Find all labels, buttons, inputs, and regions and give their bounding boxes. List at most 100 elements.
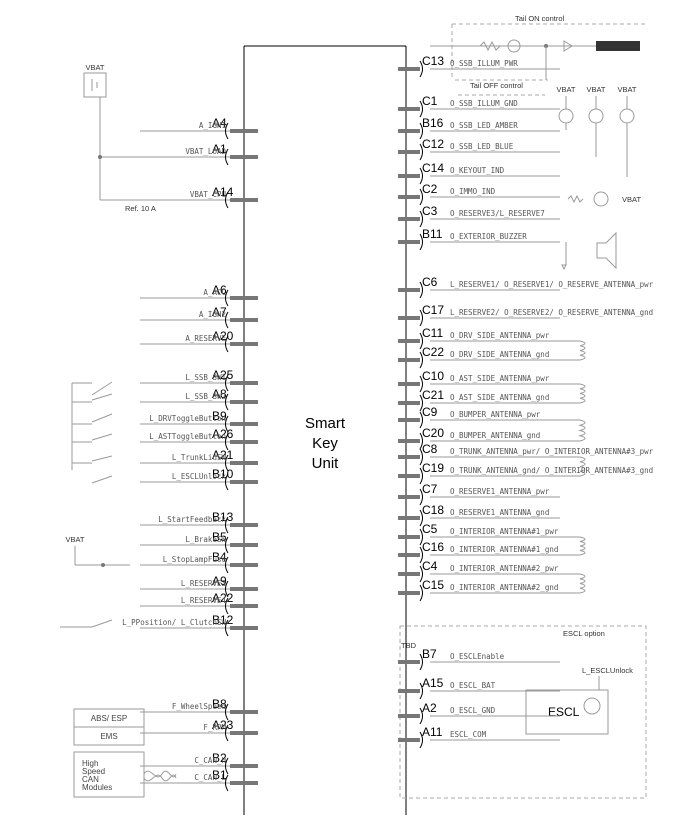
can-modules-label-4: Modules [82,783,112,792]
battery-box [83,72,107,98]
right-signal-label: O_AST_SIDE_ANTENNA_gnd [450,393,549,402]
left-pin-label: A4 [212,116,227,130]
right-pin-label: C13 [422,54,444,68]
right-pin-label: B16 [422,116,444,130]
left-pin-label: A21 [212,448,234,462]
left-pin-label: A26 [212,427,234,441]
right-signal-label: L_RESERVE1/ O_RESERVE1/ O_RESERVE_ANTENN… [450,280,654,289]
left-pin-b1: B1C_CAN_L [140,768,258,792]
right-signal-label: O_AST_SIDE_ANTENNA_pwr [450,374,550,383]
left-signal-label: A_RESERVE [185,334,226,343]
antenna-coil-icon [560,340,586,361]
right-pin-label: C6 [422,275,438,289]
left-pin-label: B9 [212,409,227,423]
switch-icon [91,393,113,401]
left-pin-label: B12 [212,613,234,627]
antenna-coil-group [560,340,586,594]
right-pin-label: C21 [422,388,444,402]
left-switch-group [60,381,113,628]
left-pin-b2: B2C_CAN_H [140,751,258,775]
left-signal-label: L_RESERVE4 [181,596,227,605]
vbat-stoplamp-label: VBAT [65,535,84,544]
right-pin-label: C10 [422,369,444,383]
right-signal-label: O_DRV_SIDE_ANTENNA_pwr [450,331,550,340]
left-pin-a8: A8L_SSB_SW2 [140,387,258,411]
resistor-icon [479,40,501,52]
blue-led-icon [588,108,604,124]
right-signal-label: O_ESCL_GND [450,706,496,715]
left-pin-label: B5 [212,530,227,544]
can-twisted-pair-icon [143,770,177,778]
switch-icon [91,413,113,423]
left-pin-label: B2 [212,751,227,765]
left-signal-label: C_CAN_L [194,773,226,782]
amber-led-icon [558,108,574,124]
right-signal-label: O_TRUNK_ANTENNA_pwr/ O_INTERIOR_ANTENNA#… [450,447,654,456]
right-pin-label: C20 [422,426,444,440]
antenna-coil-icon [560,383,586,404]
right-signal-label: O_IMMO_IND [450,187,496,196]
right-pin-label: C7 [422,482,438,496]
left-pin-b5: B5L_BrakeSW [140,530,258,554]
right-signal-label: O_EXTERIOR_BUZZER [450,232,527,241]
left-pin-label: A25 [212,368,234,382]
unit-label-line-3: Unit [312,455,340,472]
right-pin-label: C8 [422,442,438,456]
left-signal-label: L_PPosition/ L_ClutchSW [122,618,226,627]
right-pin-label: C16 [422,540,444,554]
escl-unlock-label: L_ESCLUnlock [582,666,633,675]
clutch-switch-icon [91,619,113,628]
right-pin-label: C5 [422,522,438,536]
can-modules-label-2: Speed [82,767,105,776]
right-signal-label: O_BUMPER_ANTENNA_gnd [450,431,540,440]
left-pin-b8: B8F_WheelSpeed [140,697,258,721]
led-icon [507,39,521,53]
left-pin-label: B13 [212,510,234,524]
right-pin-label: C12 [422,137,444,151]
left-signal-label: L_ASTToggleButton [149,432,226,441]
right-signal-label: O_RESERVE3/L_RESERVE7 [450,209,545,218]
left-signal-label: L_StartFeedback [158,515,226,524]
right-pin-label: B11 [422,227,443,241]
left-pin-a9: A9L_RESERVE3 [140,574,258,598]
left-signal-label: VBAT_CPU [190,190,226,199]
left-signal-label: C_CAN_H [194,756,226,765]
junction-dot [98,155,102,159]
right-pin-label: C18 [422,503,444,517]
right-pin-b11: B11 O_EXTERIOR_BUZZER [398,227,560,251]
right-pin-label: C4 [422,559,438,573]
can-modules-label-3: CAN [82,775,99,784]
right-signal-label: O_INTERIOR_ANTENNA#1_gnd [450,545,558,554]
right-pin-c10: C10 O_AST_SIDE_ANTENNA_pwr [398,369,560,393]
left-pin-b9: B9L_DRVToggleButton [140,409,258,433]
right-pin-label: C2 [422,182,438,196]
vbat-led-2-label: VBAT [586,85,605,94]
left-pin-b4: B4L_StopLampFuse [140,550,258,574]
right-pin-label: C22 [422,345,444,359]
escl-module-label: ESCL [548,705,580,719]
left-pin-label: B4 [212,550,227,564]
right-signal-label: O_ESCL_BAT [450,681,496,690]
right-signal-label: O_TRUNK_ANTENNA_gnd/ O_INTERIOR_ANTENNA#… [450,466,653,475]
left-pin-label: B8 [212,697,227,711]
right-pin-label: A2 [422,701,437,715]
right-pin-c8: C8 O_TRUNK_ANTENNA_pwr/ O_INTERIOR_ANTENN… [398,442,654,466]
tail-connector [596,41,640,51]
can-modules-label-1: High [82,759,98,768]
